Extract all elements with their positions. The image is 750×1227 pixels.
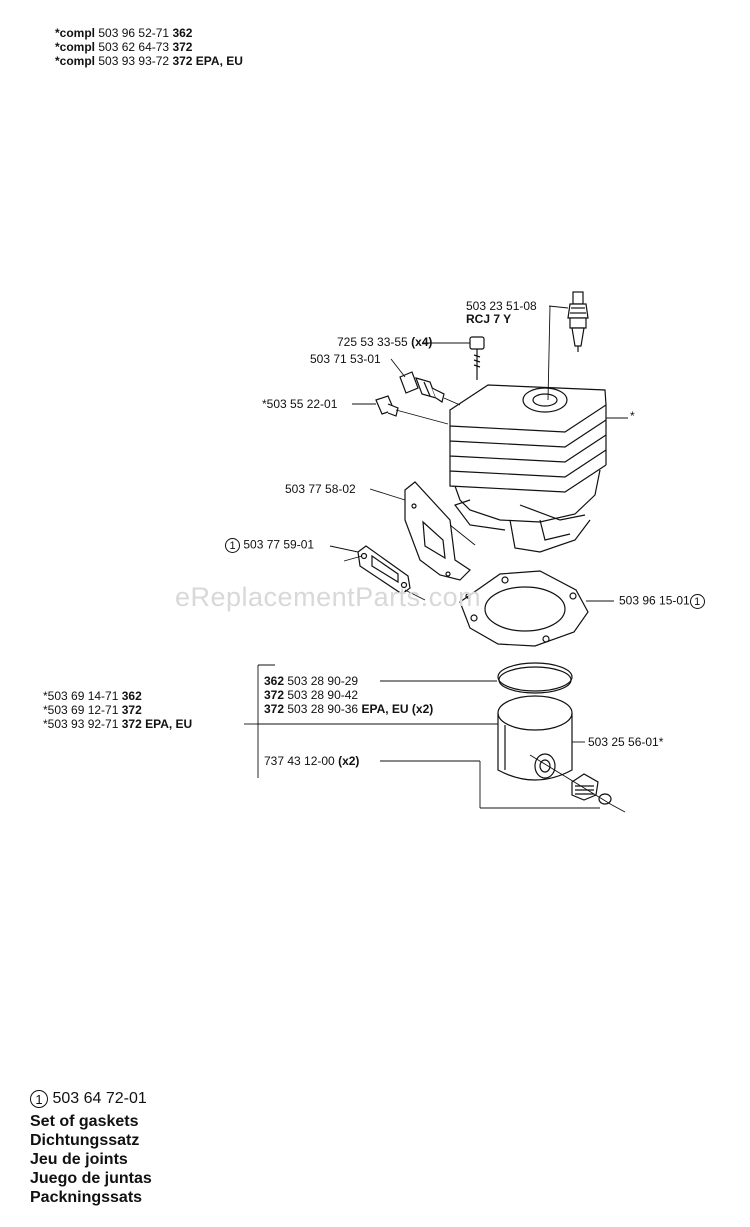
piston-line-3: 372 503 28 90-36 EPA, EU (x2) xyxy=(264,703,433,716)
decompression-plug-drawing xyxy=(375,395,399,417)
gasket-set-marker-icon: 1 xyxy=(30,1090,48,1108)
cylinder-asterisk-label: * xyxy=(630,409,635,423)
circlip-drawing xyxy=(598,793,612,805)
decomp-plug-label: *503 55 22-01 xyxy=(262,397,338,411)
legend-name-de: Dichtungssatz xyxy=(30,1132,140,1149)
circlip-label: 737 43 12-00 (x2) xyxy=(264,755,359,768)
header-prefix: *compl xyxy=(55,26,96,40)
cylinder-gasket-part: 503 96 15-01 xyxy=(619,593,690,608)
piston-model: 372 xyxy=(264,702,285,716)
legend-name-en: Set of gaskets xyxy=(30,1113,139,1130)
needle-bearing-drawing xyxy=(571,773,599,801)
piston-part: 503 28 90-36 xyxy=(287,702,359,716)
spark-plug-type-label: RCJ 7 Y xyxy=(466,312,512,326)
muffler-gasket-part: 503 77 59-01 xyxy=(243,537,315,552)
watermark-text: eReplacementParts.com xyxy=(175,582,482,612)
piston-line-1: 362 503 28 90-29 xyxy=(264,675,358,688)
spark-plug-drawing xyxy=(567,291,589,352)
header-part: 503 96 52-71 xyxy=(98,26,170,40)
legend-name-sv: Packningssats xyxy=(30,1189,143,1206)
piston-set-part: *503 69 12-71 xyxy=(43,703,119,717)
header-prefix: *compl xyxy=(55,40,96,54)
gasket-set-marker-icon: 1 xyxy=(225,538,240,553)
heat-shield-drawing xyxy=(404,481,471,581)
piston-ring-drawing xyxy=(497,662,573,694)
piston-part: 503 28 90-29 xyxy=(287,674,359,688)
gasket-set-marker-icon: 1 xyxy=(689,594,705,609)
piston-model: 372 xyxy=(264,688,285,702)
cylinder-drawing xyxy=(449,384,607,553)
screw-label: 725 53 33-55 (x4) xyxy=(337,336,432,349)
spark-plug-part-label: 503 23 51-08 xyxy=(466,299,537,313)
piston-set-part: *503 93 92-71 xyxy=(43,717,119,731)
header-part: 503 93 93-72 xyxy=(98,54,170,68)
header-model: 362 xyxy=(172,26,193,40)
piston-model: 362 xyxy=(264,674,285,688)
decompression-valve-drawing xyxy=(399,371,445,403)
header-part: 503 62 64-73 xyxy=(98,40,170,54)
legend-part: 503 64 72-01 xyxy=(52,1090,147,1108)
muffler-gasket-label: 1 503 77 59-01 xyxy=(225,538,314,553)
piston-set-model: 372 xyxy=(121,703,142,717)
circlip-part: 737 43 12-00 xyxy=(264,754,335,768)
legend-name-es: Juego de juntas xyxy=(30,1170,152,1187)
muffler-gasket-drawing xyxy=(357,545,411,595)
decomp-valve-label: 503 71 53-01 xyxy=(310,352,381,366)
piston-set-model: 372 EPA, EU xyxy=(121,717,193,731)
header-prefix: *compl xyxy=(55,54,96,68)
piston-set-line-1: *503 69 14-71 362 xyxy=(43,690,142,703)
cylinder-screw-drawing xyxy=(469,336,485,380)
header-line-1: *compl 503 96 52-71 362 xyxy=(55,27,192,40)
legend-header: 1 503 64 72-01 xyxy=(30,1090,147,1108)
screw-qty: (x4) xyxy=(411,335,433,349)
needle-bearing-label: 503 25 56-01* xyxy=(588,735,664,749)
header-line-3: *compl 503 93 93-72 372 EPA, EU xyxy=(55,55,243,68)
piston-set-model: 362 xyxy=(121,689,142,703)
screw-part: 725 53 33-55 xyxy=(337,335,408,349)
heat-shield-label: 503 77 58-02 xyxy=(285,482,356,496)
piston-set-line-2: *503 69 12-71 372 xyxy=(43,704,142,717)
cylinder-gasket-drawing xyxy=(459,570,589,647)
header-model: 372 EPA, EU xyxy=(172,54,243,68)
circlip-qty: (x2) xyxy=(338,754,360,768)
legend-name-fr: Jeu de joints xyxy=(30,1151,128,1168)
piston-line-2: 372 503 28 90-42 xyxy=(264,689,358,702)
header-line-2: *compl 503 62 64-73 372 xyxy=(55,41,192,54)
piston-drawing xyxy=(497,695,573,781)
leader-lines xyxy=(244,305,628,813)
header-model: 372 xyxy=(172,40,193,54)
piston-part: 503 28 90-42 xyxy=(287,688,359,702)
piston-set-line-3: *503 93 92-71 372 EPA, EU xyxy=(43,718,192,731)
piston-set-part: *503 69 14-71 xyxy=(43,689,119,703)
piston-extra: EPA, EU (x2) xyxy=(361,702,434,716)
